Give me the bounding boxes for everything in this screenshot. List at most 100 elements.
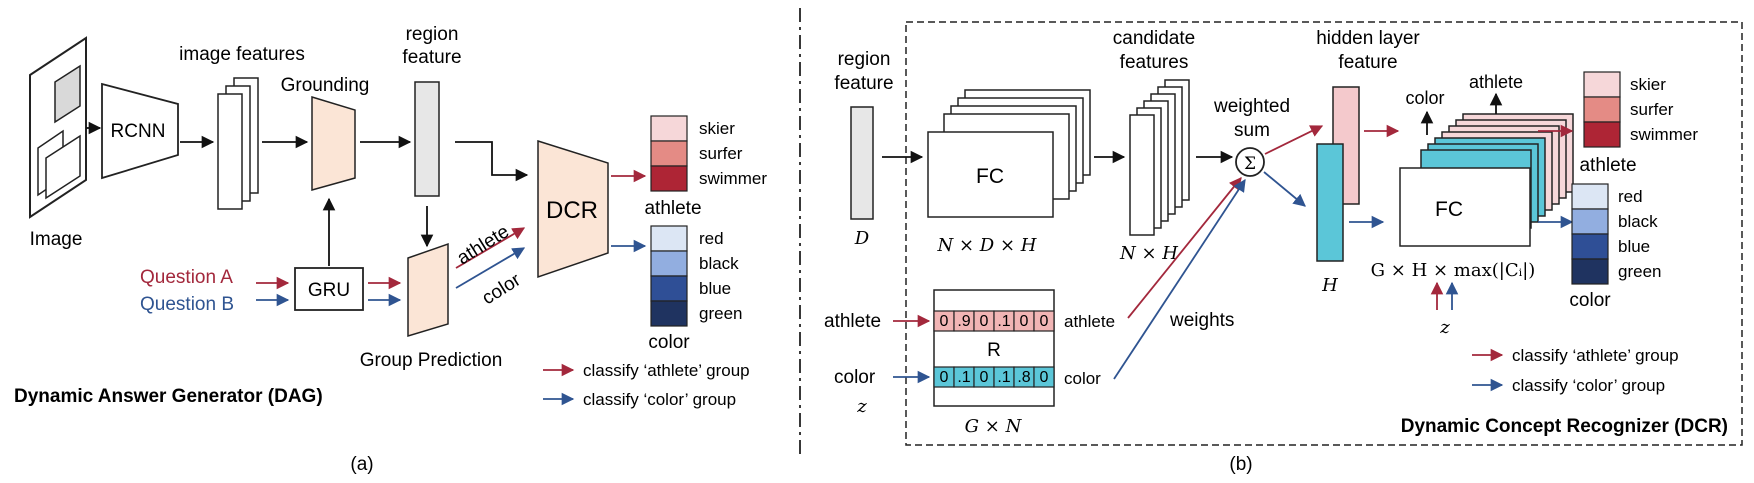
dag-title: Dynamic Answer Generator (DAG) — [14, 386, 323, 407]
a-athlete-item-0: skier — [699, 119, 735, 138]
color-row-value: 0 — [940, 369, 949, 386]
b-athlete-item-1: surfer — [1630, 100, 1674, 119]
rcnn-label: RCNN — [111, 121, 166, 142]
dcr-label: DCR — [546, 197, 598, 224]
dcr-block — [537, 139, 609, 279]
athlete-row-value: 0 — [1020, 313, 1029, 330]
arrow-color-weights — [1113, 178, 1246, 380]
b-color-item-1: black — [1618, 212, 1658, 231]
candidate-label-line2: features — [1120, 52, 1189, 73]
d-label: D — [854, 228, 870, 249]
athlete-row-value: .9 — [957, 313, 970, 330]
athlete-input-label: athlete — [824, 311, 881, 332]
a-legend-athlete: classify ‘athlete’ group — [583, 361, 750, 380]
a-legend-color: classify ‘color’ group — [583, 390, 736, 409]
a-color-group-title: color — [648, 332, 690, 353]
z-label: z — [1439, 317, 1450, 338]
arrow-sum-hidden-color — [1263, 171, 1306, 207]
b-athlete-group-title: athlete — [1579, 155, 1636, 176]
a-athlete-item-2: swimmer — [699, 169, 767, 188]
grounding-block — [311, 95, 356, 191]
image-features-stack — [217, 77, 259, 210]
color-route-label: color — [479, 269, 526, 309]
athlete-row-value: 0 — [940, 313, 949, 330]
candidate-label-line1: candidate — [1113, 28, 1195, 49]
athlete-route-label: athlete — [454, 221, 514, 269]
color-row-cell — [1033, 366, 1055, 388]
color-input-label: color — [834, 367, 876, 388]
fc-label: FC — [976, 165, 1004, 188]
b-region-feature-bar — [850, 106, 874, 220]
color-row-value: 0 — [1040, 369, 1049, 386]
fc2-label: FC — [1435, 198, 1463, 221]
row-color-label: color — [1064, 369, 1101, 388]
color-row-value: .8 — [1017, 369, 1030, 386]
b-color-item-2: blue — [1618, 237, 1650, 256]
athlete-row-value: 0 — [980, 313, 989, 330]
gn-label: G × N — [965, 416, 1023, 437]
r-label: R — [987, 340, 1001, 361]
grounding-label: Grounding — [281, 75, 370, 96]
z-input-label: z — [856, 396, 867, 417]
b-color-item-0: red — [1618, 187, 1643, 206]
color-output-b — [1571, 183, 1609, 285]
color-row-value: .1 — [997, 369, 1010, 386]
fc-stack — [927, 89, 1091, 218]
caption-b: (b) — [1229, 454, 1252, 475]
fc2-stack — [1399, 113, 1574, 247]
b-legend-color: classify ‘color’ group — [1512, 376, 1665, 395]
image-icon — [29, 36, 87, 219]
image-features-label: image features — [179, 44, 305, 65]
gru-label: GRU — [308, 280, 350, 301]
athlete-row-value: 0 — [1040, 313, 1049, 330]
dcr-title: Dynamic Concept Recognizer (DCR) — [1401, 416, 1728, 437]
color-row-value: .1 — [957, 369, 970, 386]
arrow-group-dcr-athlete — [455, 227, 526, 269]
arrow-athlete-weights — [1127, 177, 1242, 319]
b-color-item-3: green — [1618, 262, 1661, 281]
rcnn-block — [101, 82, 179, 180]
b-legend-athlete: classify ‘athlete’ group — [1512, 346, 1679, 365]
hidden-bar-color — [1316, 143, 1344, 262]
group-prediction-label: Group Prediction — [360, 350, 503, 371]
sigma-symbol: Σ — [1244, 154, 1256, 174]
weighted-sum-node — [1235, 147, 1265, 177]
athlete-row-cell — [1033, 310, 1055, 332]
question-b-label: Question B — [140, 294, 234, 315]
weighted-label-line1: weighted — [1213, 96, 1290, 117]
question-a-label: Question A — [140, 267, 233, 288]
b-region-label-line1: region — [838, 49, 891, 70]
panel-a: Image RCNN image features Grounding regi… — [14, 24, 767, 475]
weighted-label-line2: sum — [1234, 120, 1270, 141]
hidden-label-line1: hidden layer — [1316, 28, 1420, 49]
panel-b: region feature D FC N × D × H candidate … — [824, 21, 1743, 475]
ndh-label: N × D × H — [937, 235, 1037, 256]
caption-a: (a) — [350, 454, 373, 475]
arrow-region-dcr — [455, 141, 529, 182]
a-color-item-1: black — [699, 254, 739, 273]
hidden-label-line2: feature — [1338, 52, 1397, 73]
b-color-group-title: color — [1569, 290, 1611, 311]
region-label-line1: region — [406, 24, 459, 45]
h-label: H — [1321, 275, 1338, 296]
row-athlete-label: athlete — [1064, 312, 1115, 331]
arrow-sum-hidden-athlete — [1264, 125, 1324, 155]
nh-label: N × H — [1119, 243, 1178, 264]
a-color-item-3: green — [699, 304, 742, 323]
b-athlete-item-2: swimmer — [1630, 125, 1698, 144]
ghmax-label: G × H × max(|Cᵢ|) — [1371, 260, 1536, 281]
athlete-row-value: .1 — [997, 313, 1010, 330]
athlete-output-a — [650, 115, 688, 192]
a-athlete-group-title: athlete — [644, 198, 701, 219]
region-feature-bar — [414, 81, 440, 197]
region-label-line2: feature — [402, 47, 461, 68]
color-output-a — [650, 225, 688, 327]
group-prediction-block — [407, 242, 449, 338]
a-athlete-item-1: surfer — [699, 144, 743, 163]
a-color-item-0: red — [699, 229, 724, 248]
b-athlete-item-0: skier — [1630, 75, 1666, 94]
out-athlete-label: athlete — [1469, 72, 1523, 92]
